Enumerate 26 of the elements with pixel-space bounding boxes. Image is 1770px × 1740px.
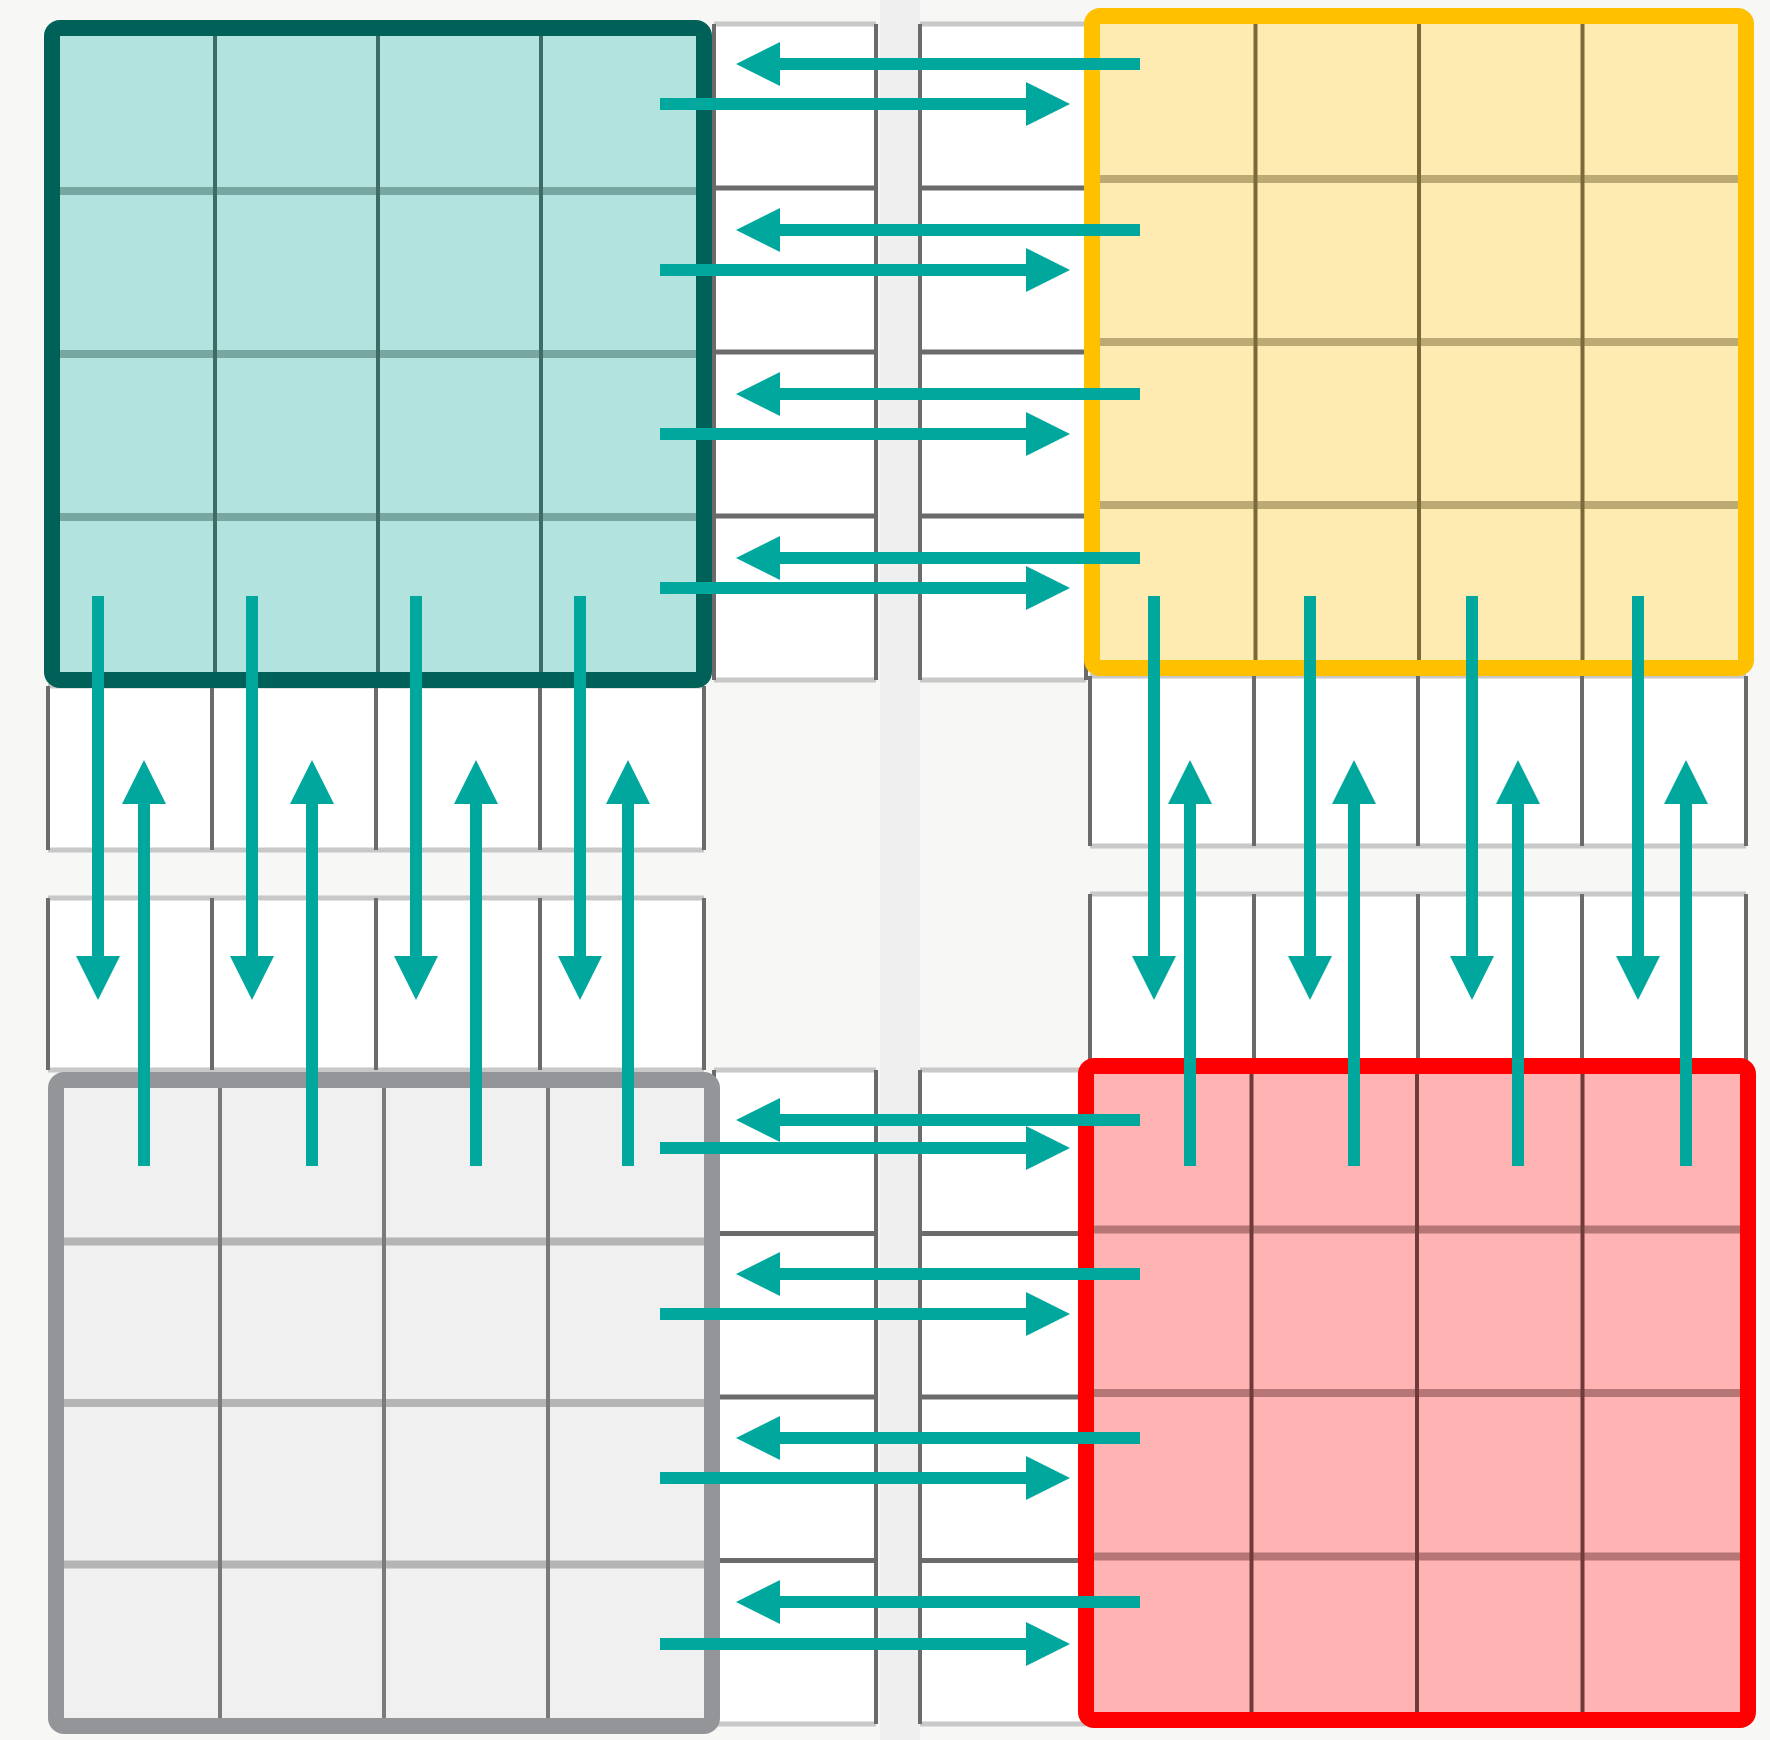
arrow — [230, 596, 274, 1000]
arrow — [736, 1098, 1140, 1142]
arrow — [1664, 760, 1708, 1166]
arrow — [660, 412, 1070, 456]
arrow — [660, 1456, 1070, 1500]
arrow — [606, 760, 650, 1166]
arrow — [1332, 760, 1376, 1166]
arrow — [122, 760, 166, 1166]
arrow — [76, 596, 120, 1000]
arrow — [660, 248, 1070, 292]
arrow — [558, 596, 602, 1000]
arrow — [736, 536, 1140, 580]
arrow — [1496, 760, 1540, 1166]
arrow — [1616, 596, 1660, 1000]
arrow — [660, 1126, 1070, 1170]
arrow — [1288, 596, 1332, 1000]
arrow — [660, 1292, 1070, 1336]
arrow — [660, 82, 1070, 126]
arrow — [660, 1622, 1070, 1666]
arrow — [394, 596, 438, 1000]
arrow — [454, 760, 498, 1166]
arrow — [1132, 596, 1176, 1000]
arrow — [1450, 596, 1494, 1000]
arrow — [1168, 760, 1212, 1166]
arrow — [660, 566, 1070, 610]
arrow — [290, 760, 334, 1166]
